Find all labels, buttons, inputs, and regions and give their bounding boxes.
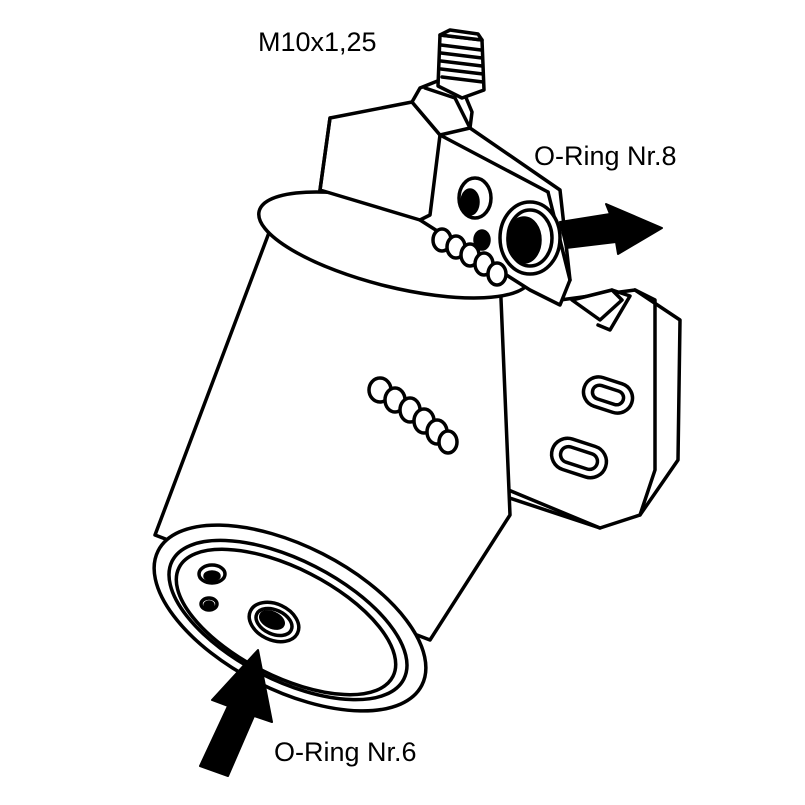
o-ring-bottom-port (247, 600, 301, 644)
thread-label: M10x1,25 (258, 27, 377, 57)
o-ring-bottom-label: O-Ring Nr.6 (274, 737, 417, 767)
threaded-stud (410, 28, 486, 137)
arrow-bottom-indicator (199, 649, 273, 777)
bracket-slot-lower (549, 436, 609, 480)
weld-bead-upper (431, 227, 508, 287)
weld-bead-lower (367, 376, 459, 455)
bracket-slot-upper (581, 375, 635, 415)
head-port-small (457, 176, 493, 251)
o-ring-top-port (498, 200, 562, 276)
arrow-top-indicator (559, 203, 663, 255)
o-ring-top-label: O-Ring Nr.8 (534, 141, 677, 171)
end-cap-hole-small (199, 596, 219, 612)
end-cap-hole-large (197, 563, 227, 585)
bottom-end-cap (152, 523, 428, 713)
